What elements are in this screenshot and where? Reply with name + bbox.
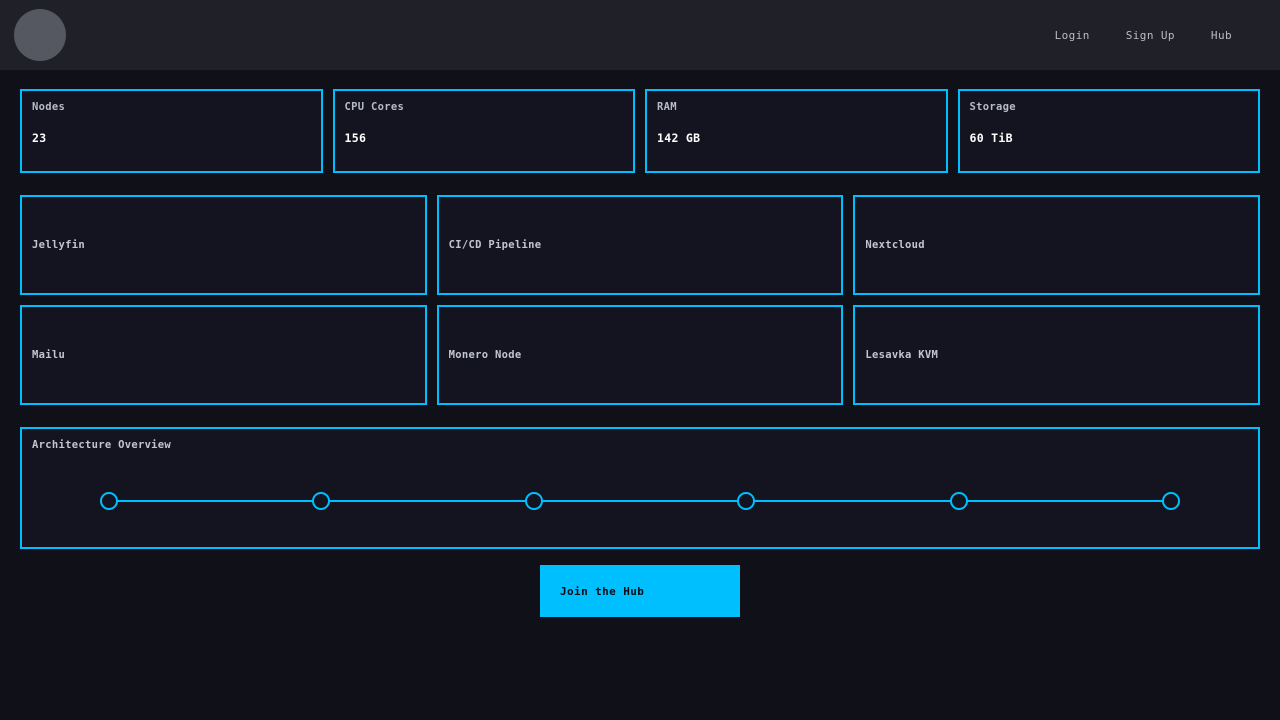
- nav-link-login[interactable]: Login: [1054, 28, 1090, 42]
- nav-link-signup[interactable]: Sign Up: [1125, 28, 1175, 42]
- service-card-nextcloud[interactable]: Nextcloud: [853, 195, 1260, 295]
- stat-value: 142 GB: [657, 131, 701, 145]
- stat-value: 23: [32, 131, 47, 145]
- top-header: Login Sign Up Hub: [0, 0, 1280, 71]
- timeline-node-2[interactable]: [312, 492, 331, 510]
- join-the-hub-button[interactable]: Join the Hub: [540, 565, 740, 617]
- stat-value: 156: [344, 131, 367, 145]
- service-card-jellyfin[interactable]: Jellyfin: [20, 195, 427, 295]
- architecture-timeline: [100, 491, 1180, 511]
- service-card-cicd-pipeline[interactable]: CI/CD Pipeline: [436, 195, 844, 295]
- page-content: Nodes 23 CPU Cores 156 RAM 142 GB Storag…: [0, 71, 1280, 617]
- stat-label: Storage: [969, 101, 1016, 113]
- timeline-node-6[interactable]: [1161, 492, 1180, 510]
- stat-label: RAM: [657, 101, 677, 113]
- stat-label: CPU Cores: [344, 101, 405, 113]
- timeline-connector-line: [109, 500, 1171, 502]
- cta-container: Join the Hub: [20, 565, 1260, 617]
- stat-value: 60 TiB: [969, 131, 1013, 145]
- architecture-title: Architecture Overview: [32, 439, 172, 451]
- service-title: Lesavka KVM: [865, 349, 939, 361]
- service-card-monero-node[interactable]: Monero Node: [436, 305, 844, 405]
- stats-row: Nodes 23 CPU Cores 156 RAM 142 GB Storag…: [20, 89, 1260, 173]
- timeline-node-3[interactable]: [524, 492, 543, 510]
- timeline-node-1[interactable]: [100, 492, 118, 510]
- stat-card-nodes: Nodes 23: [20, 89, 323, 173]
- services-grid: Jellyfin CI/CD Pipeline Nextcloud Mailu …: [20, 195, 1260, 405]
- stat-card-cpu-cores: CPU Cores 156: [332, 89, 635, 173]
- avatar[interactable]: [14, 9, 66, 61]
- architecture-overview-panel: Architecture Overview: [20, 427, 1260, 549]
- service-title: CI/CD Pipeline: [448, 239, 542, 251]
- stat-card-ram: RAM 142 GB: [645, 89, 948, 173]
- nav-link-hub[interactable]: Hub: [1210, 28, 1232, 42]
- timeline-node-list: [100, 491, 1180, 511]
- service-title: Jellyfin: [32, 239, 85, 251]
- timeline-node-5[interactable]: [949, 492, 968, 510]
- service-card-lesavka-kvm[interactable]: Lesavka KVM: [853, 305, 1260, 405]
- service-title: Nextcloud: [865, 239, 925, 251]
- stat-card-storage: Storage 60 TiB: [957, 89, 1260, 173]
- service-title: Monero Node: [448, 349, 522, 361]
- service-card-mailu[interactable]: Mailu: [20, 305, 427, 405]
- service-title: Mailu: [32, 349, 66, 361]
- stat-label: Nodes: [32, 101, 66, 113]
- main-nav: Login Sign Up Hub: [1055, 29, 1232, 42]
- timeline-node-4[interactable]: [737, 492, 756, 510]
